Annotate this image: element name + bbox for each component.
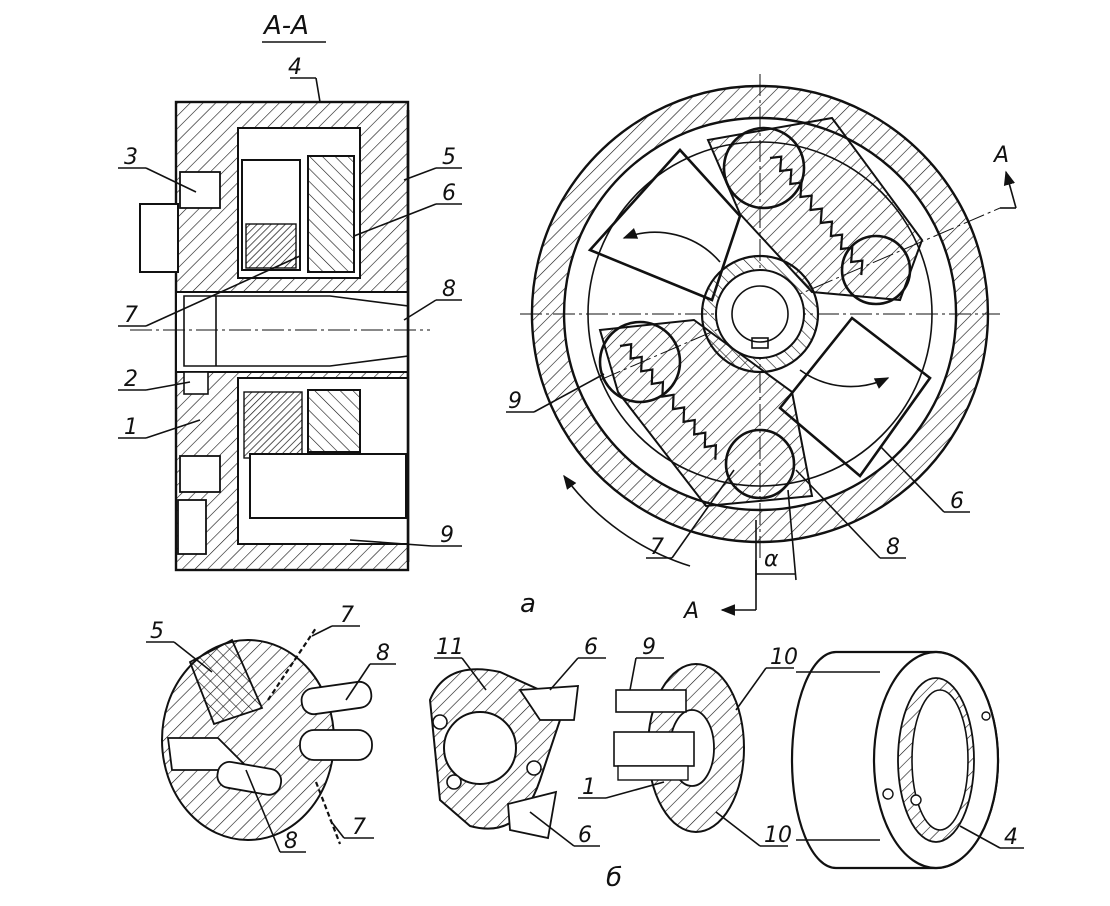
rotation-arrow-outer	[563, 474, 691, 567]
pusher-lobe-1	[722, 126, 806, 210]
section-label-7: 7	[124, 303, 138, 328]
exploded-view: 5 7 8 8 7 11 6 6 9 10 1 10 4 б	[146, 603, 1024, 893]
figure-caption-a: а	[520, 589, 536, 619]
bolt-head	[177, 499, 207, 555]
section-title: A-A	[262, 11, 309, 41]
front-view: A A α 9 7 8 6 а	[506, 74, 1017, 624]
front-label-7: 7	[650, 535, 664, 560]
spring-upper-coil	[769, 155, 864, 276]
exploded-label-6-bottom: 6	[578, 823, 592, 848]
hub-keyway	[751, 337, 769, 349]
exploded-label-11: 11	[436, 635, 464, 660]
section-label-9: 9	[440, 523, 454, 548]
exploded-label-7-top: 7	[340, 603, 354, 628]
seal-upper	[179, 171, 221, 209]
exploded-label-6-top: 6	[584, 635, 598, 660]
section-leaders	[118, 77, 462, 547]
seal-lower	[179, 455, 221, 493]
part-1-hub	[613, 663, 745, 833]
exploded-label-10-bottom: 10	[764, 823, 792, 848]
front-label-6: 6	[950, 489, 964, 514]
exploded-label-8-top: 8	[376, 641, 390, 666]
rotation-arrow-lower	[799, 369, 890, 389]
pusher-lobe-3	[598, 320, 682, 404]
front-label-8: 8	[886, 535, 900, 560]
exploded-leaders	[146, 625, 1024, 853]
section-label-1: 1	[124, 415, 138, 440]
spring-upper	[245, 223, 297, 269]
exploded-label-1: 1	[582, 775, 596, 800]
section-label-3: 3	[124, 145, 138, 170]
section-label-2: 2	[124, 367, 138, 392]
front-leaders	[506, 373, 970, 559]
hub-stub	[139, 203, 179, 273]
section-marker-top: A	[992, 143, 1009, 168]
pocket-lower	[598, 318, 814, 508]
cam-6-upper	[587, 148, 742, 302]
part-5-disk	[161, 627, 373, 845]
section-label-8: 8	[442, 277, 456, 302]
exploded-label-10-top: 10	[770, 645, 798, 670]
pusher-lower	[249, 453, 407, 519]
exploded-label-8-bottom: 8	[284, 829, 298, 854]
exploded-label-9: 9	[642, 635, 656, 660]
hub-inner	[731, 285, 789, 343]
section-arrow-top	[1003, 170, 1017, 209]
section-label-6: 6	[442, 181, 456, 206]
front-label-9: 9	[508, 389, 522, 414]
section-label-4: 4	[288, 55, 302, 80]
section-view: A-A	[118, 11, 462, 572]
section-label-5: 5	[442, 145, 456, 170]
exploded-label-5: 5	[150, 619, 164, 644]
part-4-ring	[790, 650, 1000, 870]
rotation-arrow-upper	[622, 227, 721, 263]
angle-label: α	[764, 547, 779, 572]
section-marker-bottom: A	[682, 599, 699, 624]
outer-ring	[530, 84, 990, 544]
pusher-lobe-4	[724, 428, 796, 500]
part-6-cams	[428, 668, 580, 840]
exploded-label-4: 4	[1004, 825, 1018, 850]
spring-lower-coil	[619, 342, 718, 460]
cam-lower	[307, 389, 361, 453]
cam-upper	[307, 155, 355, 273]
spring-lower	[243, 391, 303, 459]
exploded-label-7-bottom: 7	[352, 815, 366, 840]
cam-6-lower	[778, 316, 932, 478]
hub-bore	[715, 269, 805, 359]
figure-caption-b: б	[606, 863, 622, 893]
pusher-lobe-2	[840, 234, 912, 306]
